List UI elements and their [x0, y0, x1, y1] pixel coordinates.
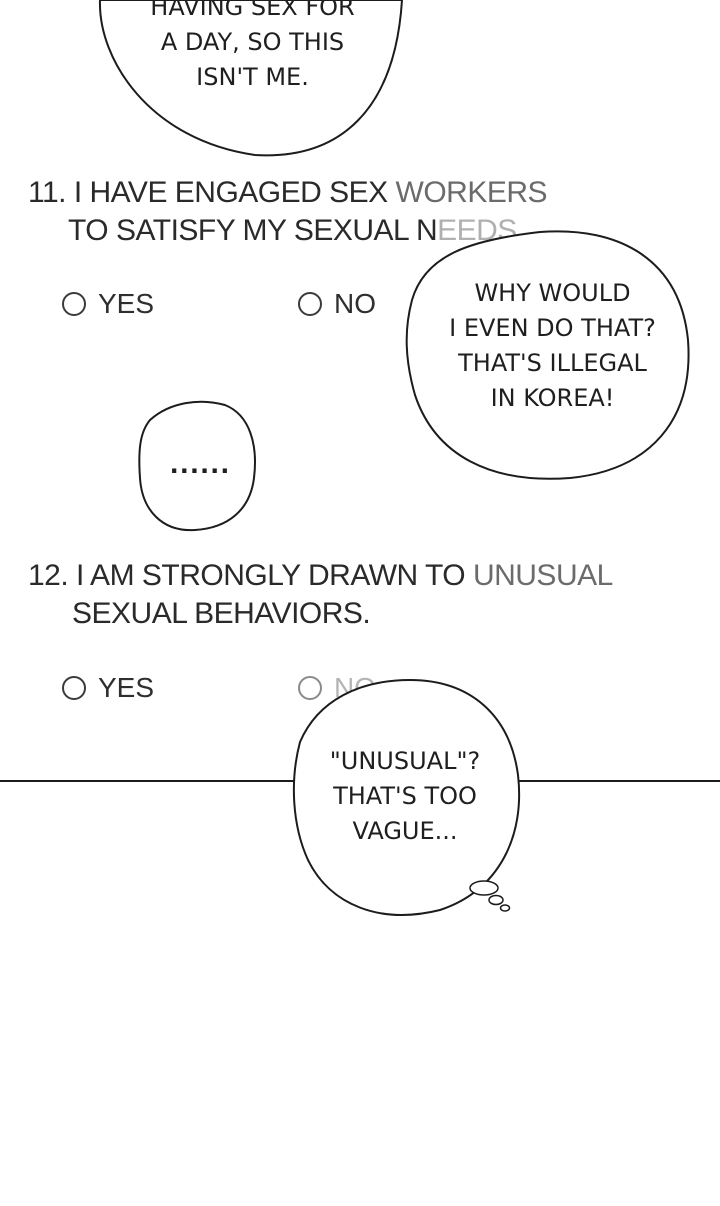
radio-circle-icon: [298, 676, 322, 700]
radio-circle-icon: [62, 676, 86, 700]
question-11: 11. I HAVE ENGAGED SEX WORKERS TO SATISF…: [28, 174, 548, 250]
thought-bubble-silence: [138, 400, 256, 532]
bubble-korea-line: I EVEN DO THAT?: [449, 314, 656, 342]
option-11-yes[interactable]: YES: [62, 288, 154, 320]
option-12-yes-label: YES: [98, 672, 155, 703]
thought-trail-large: [469, 880, 499, 896]
thought-bubble-unusual: [292, 678, 521, 916]
bubble-korea-text: WHY WOULD I EVEN DO THAT? THAT'S ILLEGAL…: [430, 276, 675, 416]
radio-circle-icon: [298, 292, 322, 316]
option-11-no-label: NO: [334, 288, 376, 319]
question-11-text-b: WORKERS: [395, 176, 548, 209]
question-11-text-a: 11. I HAVE ENGAGED SEX: [28, 176, 396, 209]
bubble-korea-line: THAT'S ILLEGAL: [458, 349, 647, 377]
bubble-korea-line: IN KOREA!: [490, 384, 615, 412]
bubble-unusual-line: THAT'S TOO: [333, 782, 477, 810]
question-11-text-c: TO SATISFY MY SEXUAL N: [68, 214, 438, 247]
radio-circle-icon: [62, 292, 86, 316]
option-11-yes-label: YES: [98, 288, 155, 319]
bubble-korea-line: WHY WOULD: [474, 279, 631, 307]
question-12: 12. I AM STRONGLY DRAWN TO UNUSUAL SEXUA…: [28, 557, 613, 633]
bubble-unusual-line: VAGUE...: [352, 817, 458, 845]
thought-trail-small: [499, 904, 511, 912]
speech-bubble-top: [98, 0, 404, 157]
question-12-text-a: 12. I AM STRONGLY DRAWN TO: [28, 559, 473, 592]
bubble-top-line: HAVING SEX FOR: [150, 0, 355, 21]
bubble-unusual-text: "UNUSUAL"? THAT'S TOO VAGUE...: [300, 744, 510, 849]
question-12-text-c: SEXUAL BEHAVIORS.: [72, 597, 371, 630]
speech-bubble-korea: [405, 230, 690, 480]
option-11-no[interactable]: NO: [298, 288, 376, 320]
bubble-unusual-line: "UNUSUAL"?: [329, 747, 481, 775]
bubble-silence-text: ......: [169, 451, 231, 479]
bubble-top-line: ISN'T ME.: [196, 63, 309, 91]
bubble-top-line: A DAY, SO THIS: [160, 28, 345, 56]
bubble-top-text: HAVING SEX FOR A DAY, SO THIS ISN'T ME.: [130, 0, 375, 95]
option-12-yes[interactable]: YES: [62, 672, 154, 704]
thought-trail-medium: [488, 894, 504, 906]
question-12-text-b: UNUSUAL: [472, 559, 613, 592]
